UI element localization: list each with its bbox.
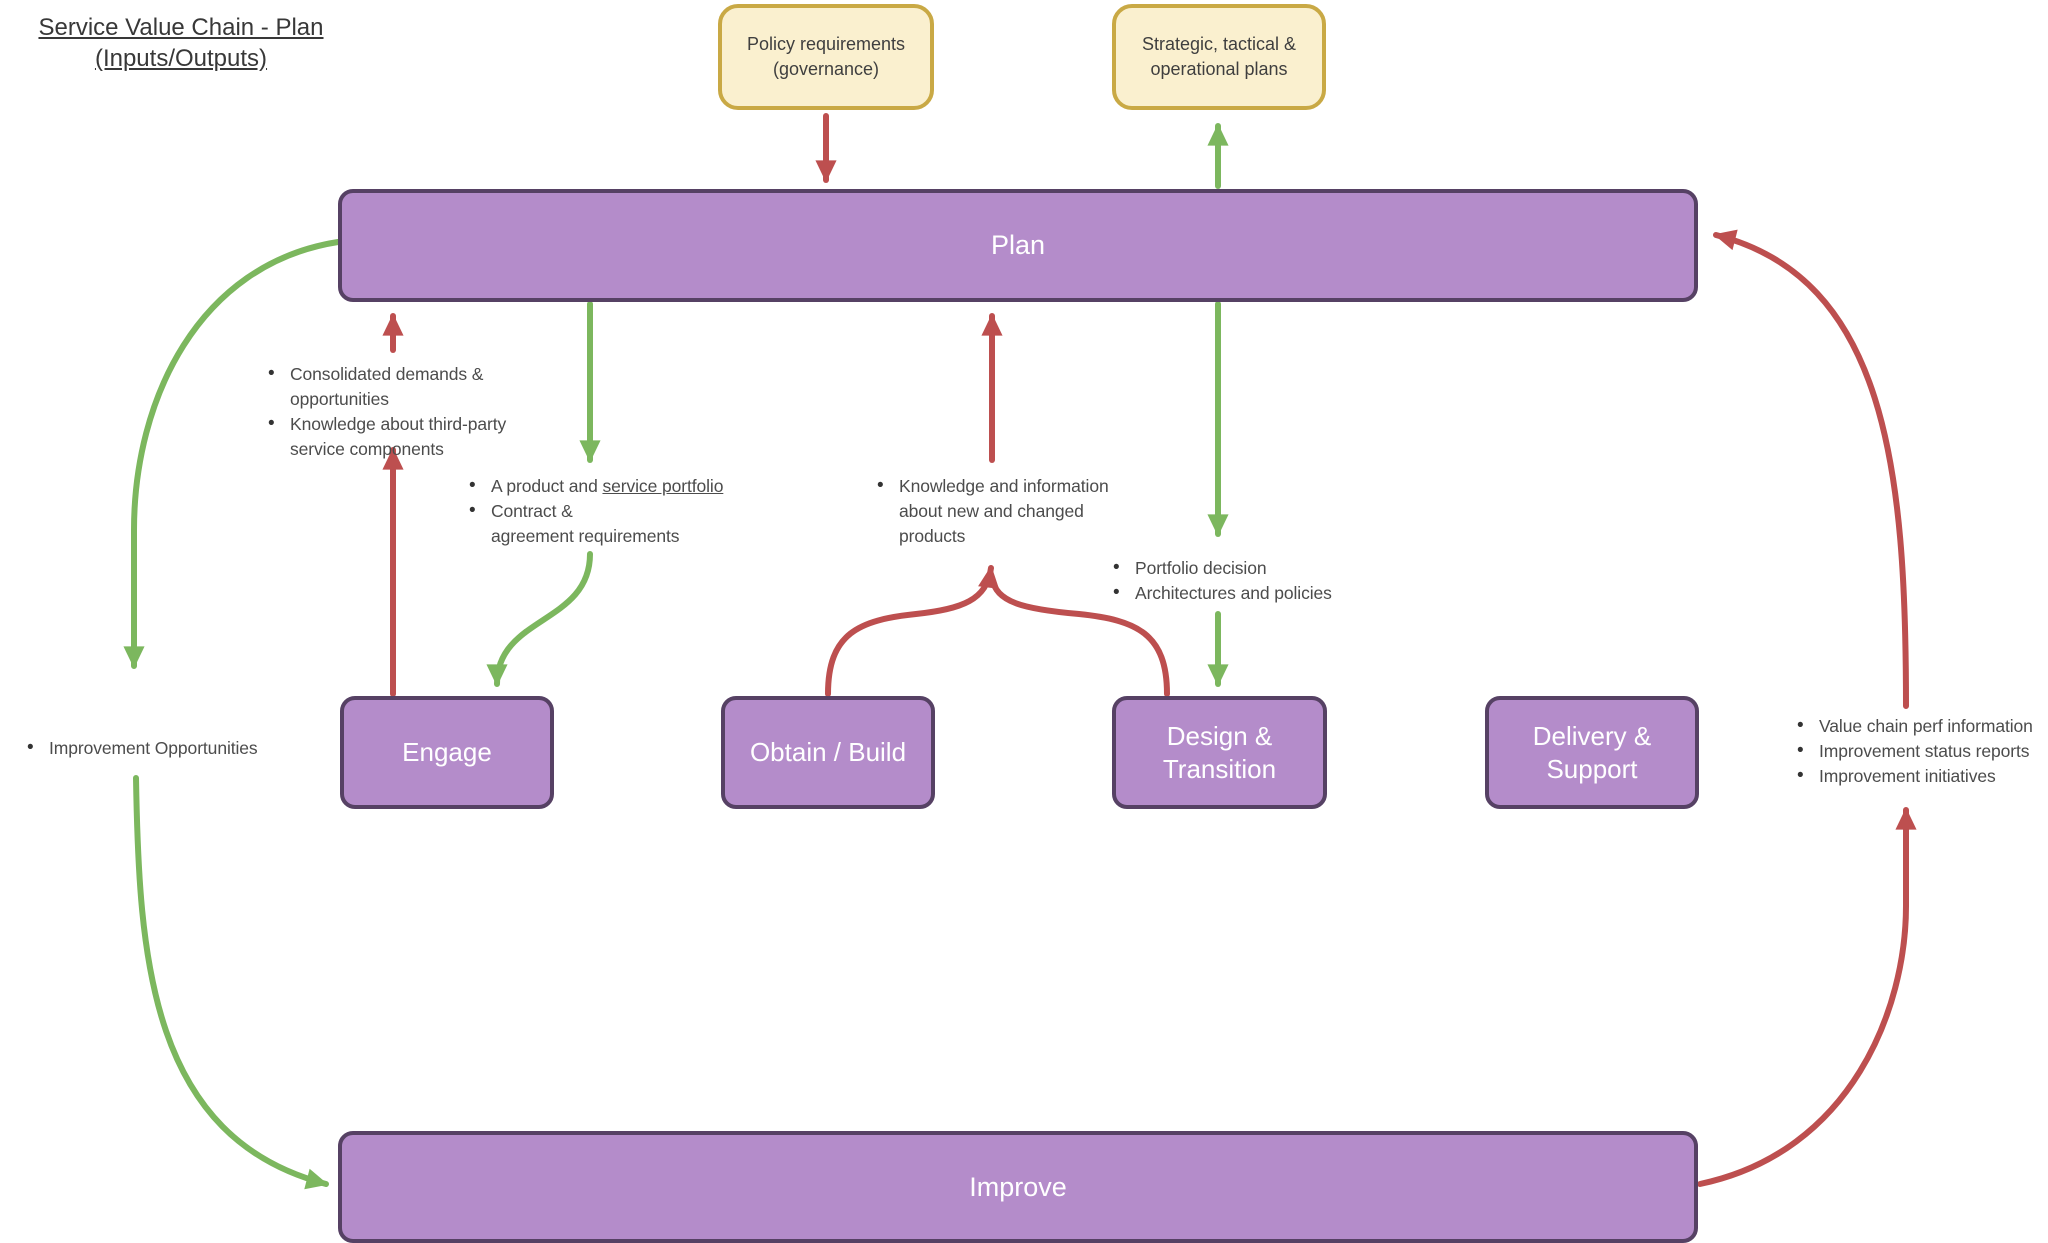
list-item: Improvement Opportunities <box>24 735 284 761</box>
diagram-title-line2: (Inputs/Outputs) <box>94 45 268 72</box>
arrow-improve-to-plan-lower <box>1697 807 1917 1187</box>
node-obtain-build: Obtain / Build <box>721 696 935 809</box>
arrow-plan-to-improve-lower <box>133 775 329 1190</box>
improve-outputs-list: Value chain perf information Improvement… <box>1794 713 2044 789</box>
node-engage: Engage <box>340 696 554 809</box>
list-item: A product and service portfolio <box>466 473 766 499</box>
node-design-transition: Design & Transition <box>1112 696 1327 809</box>
list-item: Portfolio decision <box>1110 555 1390 581</box>
engage-outputs-list: A product and service portfolio Contract… <box>466 473 766 549</box>
arrow-plan-to-improve-upper <box>123 239 341 669</box>
node-plan: Plan <box>338 189 1698 302</box>
list-item: Value chain perf information <box>1794 713 2044 739</box>
node-strategic-plans: Strategic, tactical & operational plans <box>1112 4 1326 110</box>
list-item: Architectures and policies <box>1110 580 1390 606</box>
node-delivery-support: Delivery & Support <box>1485 696 1699 809</box>
diagram-title-line1: Service Value Chain - Plan <box>38 14 324 41</box>
diagram-title: Service Value Chain - Plan (Inputs/Outpu… <box>30 12 332 74</box>
arrow-improve-to-plan-upper <box>1713 229 1909 709</box>
plan-inputs-from-engage-list: Consolidated demands & opportunities Kno… <box>265 361 525 462</box>
list-item: Knowledge and information about new and … <box>874 473 1134 549</box>
new-changed-products-list: Knowledge and information about new and … <box>874 473 1134 549</box>
arrow-design-transition-to-plan-curve <box>989 575 1170 697</box>
list-item: Consolidated demands & opportunities <box>265 361 525 412</box>
design-transition-inputs-list: Portfolio decision Architectures and pol… <box>1110 555 1390 606</box>
service-portfolio-link[interactable]: service portfolio <box>602 476 724 496</box>
node-policy-requirements: Policy requirements (governance) <box>718 4 934 110</box>
engage-output-prefix: A product and <box>491 476 603 496</box>
arrow-plan-to-engage-lower <box>486 551 593 687</box>
list-item: Knowledge about third-party service comp… <box>265 411 525 462</box>
list-item: Improvement initiatives <box>1794 763 2044 789</box>
node-improve: Improve <box>338 1131 1698 1243</box>
list-item: Contract & agreement requirements <box>466 498 766 549</box>
improvement-opportunities-list: Improvement Opportunities <box>24 735 284 761</box>
arrow-obtain-build-to-plan-curve <box>825 565 1000 697</box>
list-item: Improvement status reports <box>1794 738 2044 764</box>
